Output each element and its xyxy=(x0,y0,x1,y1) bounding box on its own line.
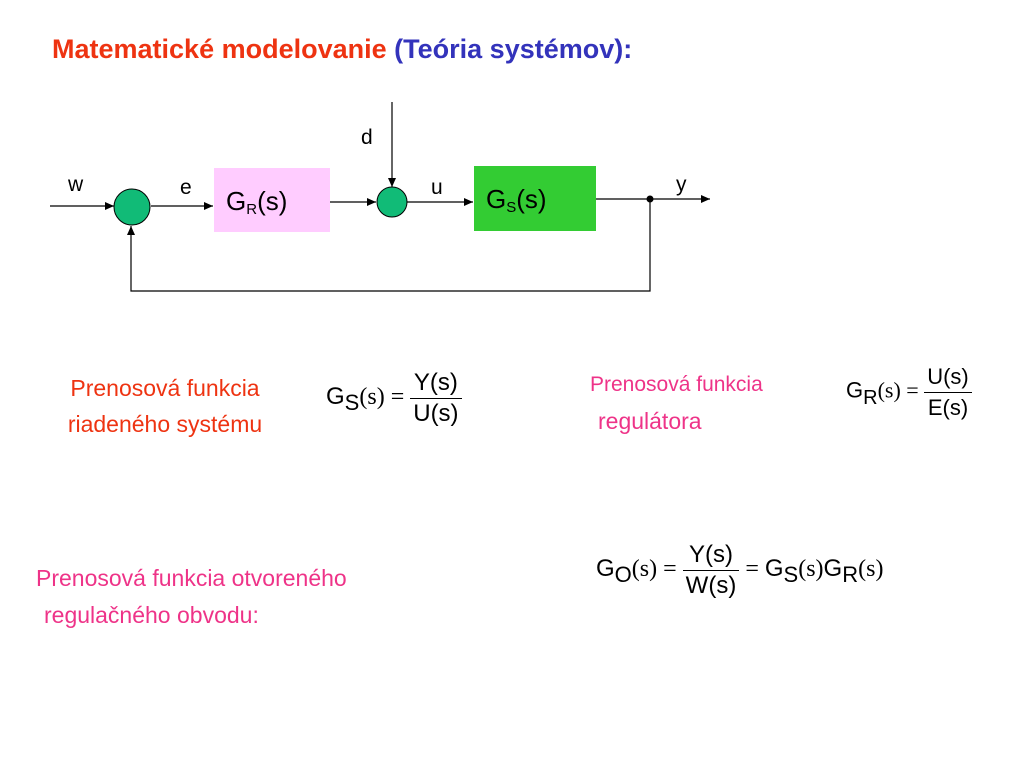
controller-tf-label-line2: regulátora xyxy=(598,408,702,434)
open-loop-tf-fraction-bar xyxy=(682,570,740,571)
controller-tf-numerator: U(s) xyxy=(927,364,969,389)
plant-block xyxy=(474,166,596,231)
open-loop-tf-rhs-arg-1: (s) xyxy=(798,556,824,583)
plant-tf-fraction: Y(s) U(s) xyxy=(410,368,462,429)
controller-arg: (s) xyxy=(257,186,288,216)
signal-d-label: d xyxy=(361,126,373,149)
open-loop-tf-rhs-subscript-1: S xyxy=(783,562,799,588)
controller-tf-denominator: E(s) xyxy=(927,395,969,420)
signal-w-label: w xyxy=(68,173,84,196)
open-loop-tf-label-line1: Prenosová funkcia otvoreného xyxy=(36,565,347,591)
plant-subscript: S xyxy=(506,199,517,216)
open-loop-tf-equation: GO(s) = Y(s) W(s) = GS(s)GR(s) xyxy=(596,540,883,601)
open-loop-tf-rhs-arg-2: (s) xyxy=(858,556,884,583)
plant-symbol: G xyxy=(486,184,507,214)
open-loop-tf-equals-2: = xyxy=(745,556,759,583)
plant-tf-denominator: U(s) xyxy=(413,400,459,427)
open-loop-tf-rhs-symbol-2: G xyxy=(823,555,843,583)
controller-block-label: GR(s) xyxy=(226,186,287,218)
plant-tf-label-line1: Prenosová funkcia xyxy=(70,375,260,401)
plant-tf-numerator: Y(s) xyxy=(413,369,458,396)
plant-tf-fraction-bar xyxy=(410,398,462,399)
open-loop-tf-label-line2: regulačného obvodu: xyxy=(44,602,259,628)
controller-tf-label-line1: Prenosová funkcia xyxy=(590,373,763,396)
open-loop-tf-denominator: W(s) xyxy=(685,572,737,599)
title-main: Matematické modelovanie xyxy=(52,34,387,64)
signal-e-label: e xyxy=(180,176,192,199)
plant-tf-arg: (s) xyxy=(359,384,385,411)
controller-tf-equals: = xyxy=(906,377,919,403)
plant-tf-label-line2: riadeného systému xyxy=(67,411,263,437)
plant-tf-label: Prenosová funkcia riadeného systému xyxy=(30,370,300,442)
signal-y-label: y xyxy=(676,173,687,196)
plant-tf-symbol: G xyxy=(326,383,345,411)
controller-tf-label: Prenosová funkcia regulátora xyxy=(590,367,763,439)
controller-tf-fraction-bar xyxy=(924,392,972,393)
summing-junction-1 xyxy=(113,188,151,226)
open-loop-tf-symbol: G xyxy=(596,555,615,583)
controller-tf-symbol: G xyxy=(846,377,864,403)
open-loop-tf-rhs-subscript-2: R xyxy=(842,562,859,588)
plant-block-label: GS(s) xyxy=(486,184,547,216)
feedback-line xyxy=(127,199,651,292)
controller-tf-fraction: U(s) E(s) xyxy=(924,362,972,423)
plant-arg: (s) xyxy=(516,184,547,214)
controller-tf-equation: GR(s) = U(s) E(s) xyxy=(846,362,972,423)
title-sub: (Teória systémov): xyxy=(394,34,633,64)
plant-tf-equals: = xyxy=(390,384,405,411)
open-loop-tf-rhs-symbol-1: G xyxy=(764,555,784,583)
open-loop-tf-subscript: O xyxy=(614,562,632,588)
controller-tf-arg: (s) xyxy=(877,377,901,403)
plant-tf-equation: GS(s) = Y(s) U(s) xyxy=(326,368,462,429)
controller-tf-subscript: R xyxy=(863,386,878,409)
controller-symbol: G xyxy=(226,186,247,216)
controller-subscript: R xyxy=(246,201,258,218)
open-loop-tf-numerator: Y(s) xyxy=(688,541,733,568)
plant-tf-subscript: S xyxy=(344,390,360,416)
open-loop-tf-equals-1: = xyxy=(663,556,677,583)
open-loop-tf-fraction: Y(s) W(s) xyxy=(682,540,740,601)
signal-u-label: u xyxy=(431,176,443,199)
summing-junction-2 xyxy=(376,186,408,218)
open-loop-tf-arg: (s) xyxy=(631,556,658,583)
block-diagram xyxy=(50,102,710,292)
controller-block xyxy=(214,168,330,232)
open-loop-tf-label: Prenosová funkcia otvoreného regulačného… xyxy=(36,560,347,634)
slide-title: Matematické modelovanie (Teória systémov… xyxy=(52,34,632,65)
